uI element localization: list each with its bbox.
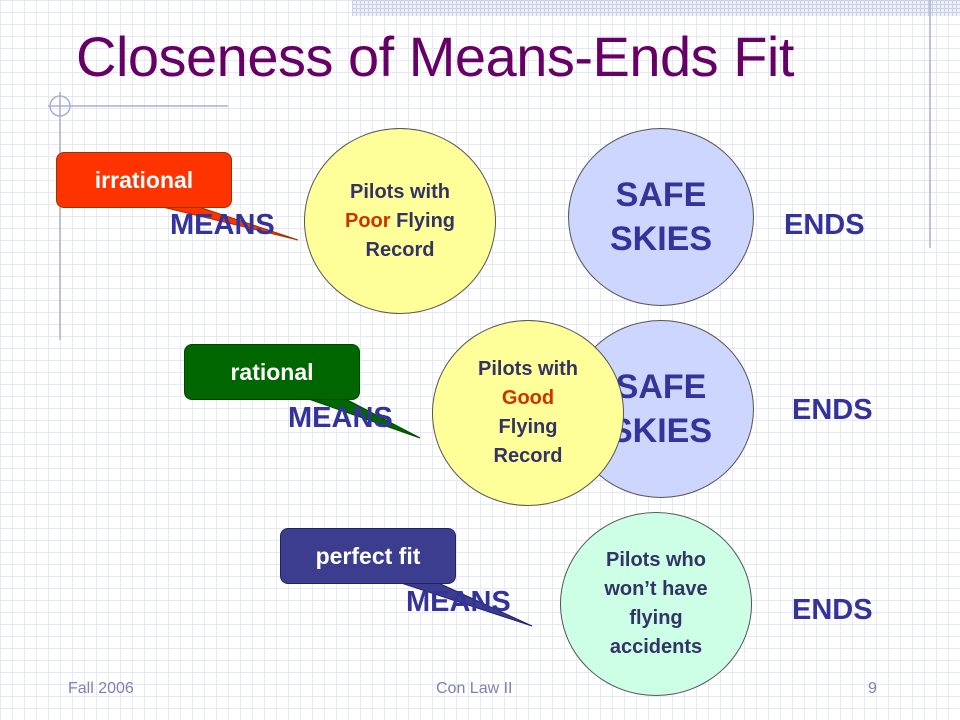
highlight-word-poor: Poor [344, 209, 391, 232]
ends-label-1: ENDS [784, 209, 865, 241]
means-label-3: MEANS [406, 586, 511, 618]
means-circle-line: flying [629, 607, 683, 629]
means-circle-line: Pilots with [349, 180, 450, 203]
ends-label-3: ENDS [792, 594, 873, 626]
title-bar-pattern [352, 0, 960, 16]
callout-irrational: irrational [56, 152, 232, 208]
means-label-1: MEANS [170, 209, 275, 241]
slide-number: 9 [868, 680, 877, 697]
means-circle-line: Pilots who [605, 549, 706, 571]
footer-date: Fall 2006 [68, 680, 134, 697]
footer-course: Con Law II [436, 680, 513, 697]
means-circle-rest: Flying [396, 209, 455, 232]
means-circle-line: Flying [498, 416, 558, 438]
page-title: Closeness of Means-Ends Fit [76, 25, 794, 88]
ends-circle-line: SKIES [609, 220, 713, 258]
ends-circle-line: SKIES [609, 412, 713, 450]
ends-label-2: ENDS [792, 394, 873, 426]
means-circle-line: won’t have [604, 578, 708, 600]
means-circle-line: Record [493, 445, 563, 467]
ends-circle-line: SAFE [615, 368, 707, 406]
ends-circle-line: SAFE [615, 176, 707, 214]
highlight-word-good: Good [501, 387, 555, 409]
no-accidents-circle: Pilots who won’t have flying accidents [560, 512, 752, 696]
poor-record-circle: Pilots with Poor Flying Record [304, 128, 496, 314]
means-circle-line: Record [365, 238, 435, 261]
safe-skies-circle-1: SAFE SKIES [568, 128, 754, 306]
good-record-circle: Pilots with Good Flying Record [432, 320, 624, 506]
means-circle-line: accidents [609, 636, 703, 658]
means-label-2: MEANS [288, 402, 393, 434]
callout-rational: rational [184, 344, 360, 400]
means-circle-line: Pilots with [478, 358, 578, 380]
callout-perfect-fit: perfect fit [280, 528, 456, 584]
means-circle-line: Poor Flying [345, 207, 455, 236]
